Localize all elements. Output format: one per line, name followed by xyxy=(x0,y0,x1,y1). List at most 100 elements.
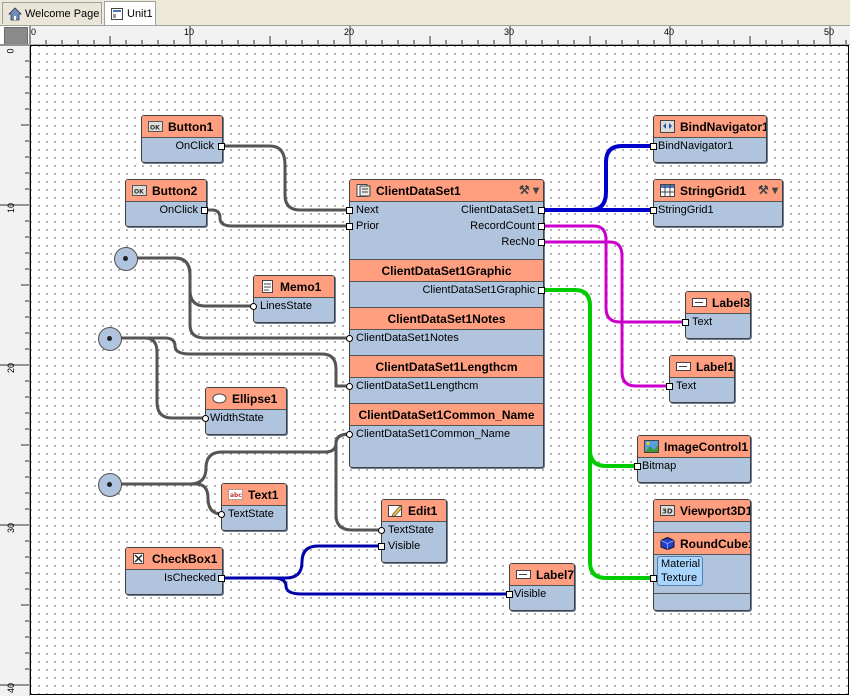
property-texture[interactable]: Texture xyxy=(661,572,698,584)
component-label1[interactable]: Label1 Text xyxy=(669,355,735,403)
port[interactable] xyxy=(650,207,657,214)
component-header: BindNavigator1 xyxy=(654,116,766,138)
property-ischecked[interactable]: IsChecked xyxy=(164,572,216,584)
field-graphic[interactable]: ClientDataSet1Graphic xyxy=(422,284,535,296)
component-imagecontrol1[interactable]: ImageControl1 Bitmap xyxy=(637,435,751,483)
port[interactable] xyxy=(346,335,353,342)
component-viewport3d1[interactable]: 3D Viewport3D1 RoundCube1 Material Textu… xyxy=(653,499,751,611)
wire-cds-bindnavigator xyxy=(539,144,656,212)
component-clientdataset1[interactable]: ClientDataSet1 ⚒ ▾ Next Prior ClientData… xyxy=(349,179,544,468)
tab-label: Unit1 xyxy=(127,7,153,20)
port[interactable] xyxy=(538,207,545,214)
component-header: 3D Viewport3D1 xyxy=(654,500,750,522)
property-clientdataset1[interactable]: ClientDataSet1 xyxy=(461,204,535,216)
svg-text:OK: OK xyxy=(150,125,160,132)
component-ellipse1[interactable]: Ellipse1 WidthState xyxy=(205,387,287,435)
component-stringgrid1[interactable]: StringGrid1 ⚒ ▾ StringGrid1 xyxy=(653,179,783,227)
property-onclick[interactable]: OnClick xyxy=(175,140,214,152)
component-header: CheckBox1 xyxy=(126,548,222,570)
port[interactable] xyxy=(218,143,225,150)
property-textstate[interactable]: TextState xyxy=(388,524,434,536)
component-button1[interactable]: OK Button1 OnClick xyxy=(141,115,223,163)
component-checkbox1[interactable]: CheckBox1 IsChecked xyxy=(125,547,223,595)
tab-welcome-page[interactable]: Welcome Page xyxy=(2,2,102,24)
port[interactable] xyxy=(650,575,657,582)
component-text1[interactable]: abc Text1 TextState xyxy=(221,483,287,531)
port[interactable] xyxy=(378,527,385,534)
port[interactable] xyxy=(201,207,208,214)
tools-dropdown-icon[interactable]: ⚒ ▾ xyxy=(757,183,778,197)
port[interactable] xyxy=(218,575,225,582)
edit-icon xyxy=(388,504,403,517)
port[interactable] xyxy=(634,463,641,470)
svg-text:abc: abc xyxy=(230,492,242,499)
port[interactable] xyxy=(538,287,545,294)
port[interactable] xyxy=(250,303,257,310)
port[interactable] xyxy=(506,591,513,598)
component-header: ImageControl1 xyxy=(638,436,750,458)
port[interactable] xyxy=(346,207,353,214)
property-recno[interactable]: RecNo xyxy=(501,236,535,248)
component-title: BindNavigator1 xyxy=(680,119,767,134)
unbound-source-node[interactable] xyxy=(98,327,122,351)
property-linesstate[interactable]: LinesState xyxy=(260,300,312,312)
property-text[interactable]: Text xyxy=(692,316,713,328)
component-label7[interactable]: Label7 Visible xyxy=(509,563,575,611)
component-title: Label1 xyxy=(696,359,735,374)
port[interactable] xyxy=(346,383,353,390)
property-widthstate[interactable]: WidthState xyxy=(210,412,264,424)
tools-dropdown-icon[interactable]: ⚒ ▾ xyxy=(518,183,539,197)
port[interactable] xyxy=(538,239,545,246)
port[interactable] xyxy=(202,415,209,422)
property-visible[interactable]: Visible xyxy=(514,588,547,600)
port[interactable] xyxy=(346,431,353,438)
property-onclick[interactable]: OnClick xyxy=(159,204,198,216)
unbound-source-node[interactable] xyxy=(98,473,122,497)
property-text[interactable]: Text xyxy=(676,380,697,392)
port[interactable] xyxy=(650,143,657,150)
component-bindnavigator1[interactable]: BindNavigator1 BindNavigator1 xyxy=(653,115,767,163)
component-header: StringGrid1 ⚒ ▾ xyxy=(654,180,782,202)
property-prior[interactable]: Prior xyxy=(356,220,380,232)
svg-text:OK: OK xyxy=(134,189,144,196)
component-title: StringGrid1 xyxy=(680,183,747,198)
property-bindnavigator1[interactable]: BindNavigator1 xyxy=(658,140,734,152)
property-next[interactable]: Next xyxy=(356,204,379,216)
component-edit1[interactable]: Edit1 TextState Visible xyxy=(381,499,447,563)
component-title: Button2 xyxy=(152,183,198,198)
field-common-name[interactable]: ClientDataSet1Common_Name xyxy=(356,428,511,440)
material-property-group[interactable]: Material Texture xyxy=(657,556,703,586)
text-component-icon: abc xyxy=(228,488,243,501)
field-header-notes[interactable]: ClientDataSet1Notes xyxy=(350,307,543,330)
field-header-common-name[interactable]: ClientDataSet1Common_Name xyxy=(350,403,543,426)
property-textstate[interactable]: TextState xyxy=(228,508,274,520)
port[interactable] xyxy=(346,223,353,230)
component-title: Edit1 xyxy=(408,503,438,518)
component-title: CheckBox1 xyxy=(152,551,218,566)
tab-unit1[interactable]: Unit1 xyxy=(104,1,156,25)
port[interactable] xyxy=(538,223,545,230)
property-material[interactable]: Material xyxy=(661,558,701,570)
port[interactable] xyxy=(666,383,673,390)
wire-checkbox-label7 xyxy=(220,576,512,596)
wire-recordcount-label3 xyxy=(539,224,688,324)
port[interactable] xyxy=(218,511,225,518)
component-label3[interactable]: Label3 Text xyxy=(685,291,751,339)
property-visible[interactable]: Visible xyxy=(388,540,421,552)
port[interactable] xyxy=(378,543,385,550)
field-lengthcm[interactable]: ClientDataSet1Lengthcm xyxy=(356,380,479,392)
subcomponent-header-roundcube1[interactable]: RoundCube1 xyxy=(654,532,750,555)
wire-circle1-notes xyxy=(124,256,352,340)
field-header-graphic[interactable]: ClientDataSet1Graphic xyxy=(350,259,543,282)
component-memo1[interactable]: Memo1 LinesState xyxy=(253,275,335,323)
property-stringgrid1[interactable]: StringGrid1 xyxy=(658,204,714,216)
property-bitmap[interactable]: Bitmap xyxy=(642,460,677,472)
component-button2[interactable]: OK Button2 OnClick xyxy=(125,179,207,227)
port[interactable] xyxy=(682,319,689,326)
property-recordcount[interactable]: RecordCount xyxy=(470,220,535,232)
component-header: OK Button1 xyxy=(142,116,222,138)
unbound-source-node[interactable] xyxy=(114,247,138,271)
viewport3d-icon: 3D xyxy=(660,504,675,517)
field-notes[interactable]: ClientDataSet1Notes xyxy=(356,332,459,344)
field-header-lengthcm[interactable]: ClientDataSet1Lengthcm xyxy=(350,355,543,378)
